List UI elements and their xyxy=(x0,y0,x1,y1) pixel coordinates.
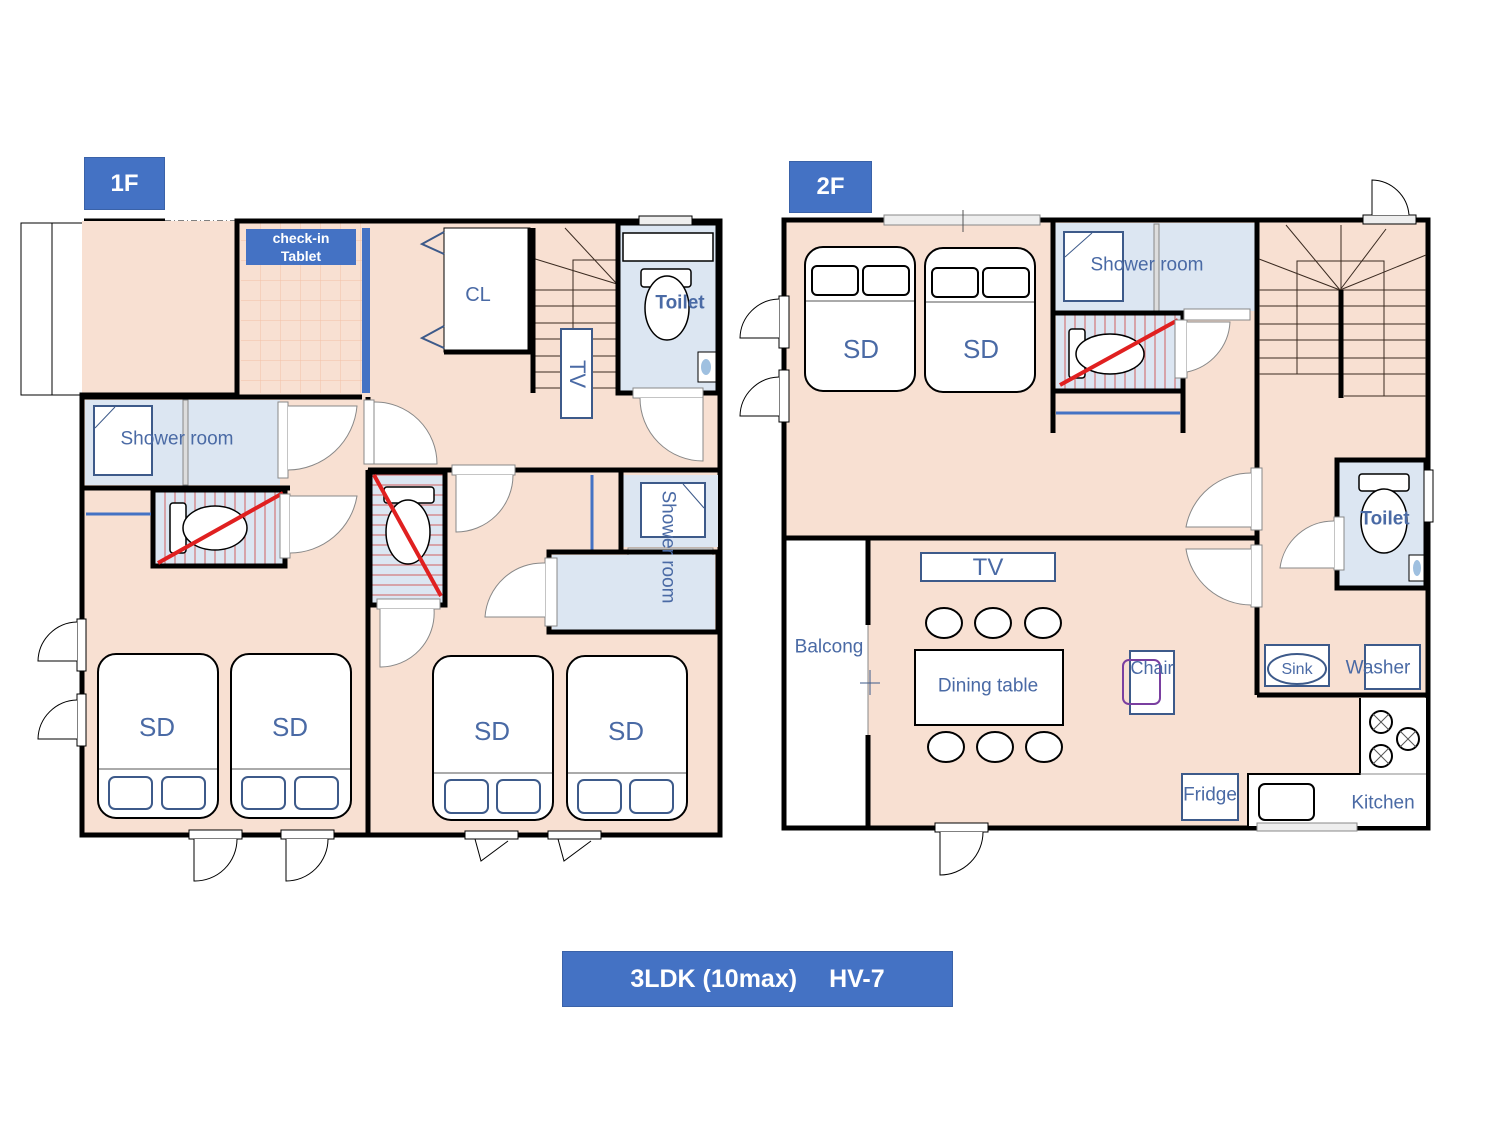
title-banner: 3LDK (10max) HV-7 xyxy=(562,951,953,1007)
bed-label: SD xyxy=(138,712,176,742)
bed-group-1f-left xyxy=(97,653,352,819)
bed-label: SD xyxy=(271,712,309,742)
second-floor-badge: 2F xyxy=(789,161,872,213)
toilet-label-2f: Toilet xyxy=(1360,508,1410,530)
tv-label-1f: TV xyxy=(565,359,590,389)
bed-label: SD xyxy=(842,334,880,364)
washer-label: Washer xyxy=(1345,657,1411,679)
second-floor-plan xyxy=(739,179,1434,876)
checkin-line-1: check-in xyxy=(272,230,330,246)
kitchen-label: Kitchen xyxy=(1351,792,1415,814)
chair-label: Chair xyxy=(1130,658,1174,678)
first-floor-plan xyxy=(20,215,723,882)
bed-label: SD xyxy=(473,716,511,746)
shower-room-label-2f: Shower room xyxy=(1090,254,1204,276)
shower-room-label-1f-right: Shower room xyxy=(657,490,679,604)
fridge-label: Fridge xyxy=(1183,784,1237,806)
tv-label-2f: TV xyxy=(972,554,1004,581)
checkin-line-2: Tablet xyxy=(280,248,322,264)
layout-type: 3LDK (10max) xyxy=(630,964,798,993)
bed-label: SD xyxy=(607,716,645,746)
closet-label: CL xyxy=(465,284,491,306)
shower-room-label-1f-left: Shower room xyxy=(120,428,234,450)
checkin-tablet-label: check-in Tablet xyxy=(246,229,356,265)
bed-group-1f-right xyxy=(432,655,688,821)
sink-label: Sink xyxy=(1281,661,1313,678)
bed-group-2f xyxy=(804,246,1036,393)
balcony-label: Balcong xyxy=(794,636,864,658)
toilet-label-1f: Toilet xyxy=(655,292,705,314)
property-code: HV-7 xyxy=(829,964,885,993)
first-floor-badge: 1F xyxy=(84,157,165,210)
bed-label: SD xyxy=(962,334,1000,364)
dining-table-label: Dining table xyxy=(937,675,1039,697)
